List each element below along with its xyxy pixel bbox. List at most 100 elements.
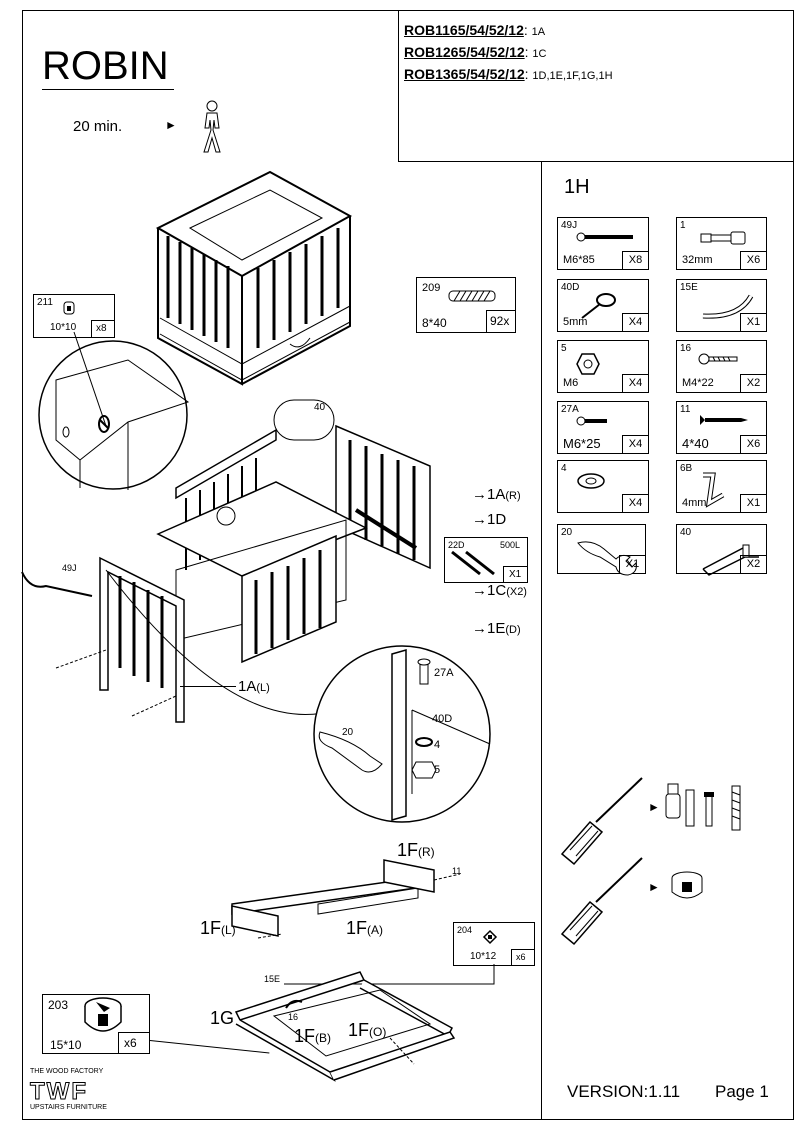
rail-length: 500L	[500, 540, 521, 550]
hardware-size: M4*22	[682, 377, 714, 389]
hardware-code: 20	[561, 527, 573, 538]
detail-label-27a: 27A	[434, 667, 454, 679]
cam-204-icon	[482, 929, 498, 945]
assembly-time: 20 min.	[73, 118, 123, 135]
model-line: ROB1165/54/52/12: 1A	[404, 22, 545, 38]
dowel-qty: 92x	[490, 314, 510, 328]
label-1a-l: 1A(L)	[238, 678, 270, 695]
label-1f-l: 1F(L)	[200, 918, 236, 939]
model-parts: 1A	[531, 26, 546, 38]
detail-label-40d: 40D	[432, 713, 453, 725]
dowel-icon	[448, 290, 496, 302]
hardware-qty: X4	[622, 313, 648, 331]
label-1f-r: 1F(R)	[397, 840, 435, 861]
cam-icon	[63, 301, 75, 315]
label-11: 11	[452, 866, 462, 876]
part-side: (L)	[256, 682, 270, 694]
model-sep: :	[524, 44, 533, 60]
leader-line	[180, 686, 236, 687]
side-rail-assembly	[231, 859, 461, 939]
label-1d: →1D	[472, 511, 507, 528]
label-1g: 1G	[210, 1008, 235, 1028]
part-code: 1F	[346, 918, 368, 938]
cam-204-qty: x6	[516, 952, 526, 962]
column-divider	[541, 162, 542, 1120]
company-bottom: UPSTAIRS FURNITURE	[30, 1104, 107, 1111]
company-logo: TWF	[30, 1078, 88, 1106]
hardware-qty: X4	[622, 435, 648, 453]
label-49j: 49J	[62, 563, 77, 573]
detail-magnifier	[38, 340, 190, 490]
screwdriver-icon	[560, 857, 643, 946]
label-1a-r: →1A(R)	[472, 486, 521, 503]
hardware-code: 40D	[561, 282, 580, 293]
cell-divider	[503, 566, 528, 583]
cell-divider	[118, 1032, 150, 1054]
cam-203-qty: x6	[124, 1036, 137, 1050]
hardware-code: 40	[680, 527, 692, 538]
part-code: 1F	[200, 918, 222, 938]
drawer-assembly	[234, 971, 456, 1082]
cam-callout	[33, 294, 115, 338]
part-code: 1F	[348, 1020, 370, 1040]
label-1f-b: 1F(B)	[294, 1026, 331, 1047]
hardware-qty: X6	[740, 251, 766, 269]
hardware-qty: X1	[740, 494, 766, 512]
part-code: 1F	[397, 840, 419, 860]
label-16: 16	[288, 1012, 299, 1022]
hardware-code: 49J	[561, 220, 578, 231]
hardware-code: 16	[680, 343, 692, 354]
hardware-size: M6*85	[563, 254, 595, 266]
part-side: (A)	[367, 923, 384, 937]
label-1f-o: 1F(O)	[348, 1020, 386, 1041]
part-side: (R)	[418, 845, 435, 859]
hardware-code: 4	[561, 463, 567, 474]
hardware-size: M6	[563, 377, 579, 389]
part-code: 1C	[487, 582, 507, 599]
part-side: (L)	[221, 923, 236, 937]
detail-label-5: 5	[434, 764, 441, 776]
cam-204-size: 10*12	[470, 951, 497, 962]
bolt-detail-circle	[313, 645, 491, 823]
part-side: (D)	[505, 624, 521, 636]
label-1c: →1C(X2)	[472, 582, 527, 599]
arrow-icon: ►	[648, 800, 660, 814]
part-side: (O)	[369, 1025, 387, 1039]
model-box	[398, 10, 794, 162]
dowel-callout	[416, 277, 516, 333]
cam-204-callout	[453, 922, 535, 966]
part-side: (X2)	[506, 586, 527, 598]
dowel-size: 8*40	[422, 316, 447, 330]
label-15e: 15E	[264, 974, 281, 984]
product-title: ROBIN	[42, 44, 169, 88]
model-sep: :	[524, 66, 533, 82]
cam-204-code: 204	[457, 925, 473, 935]
part-side: (R)	[505, 490, 521, 502]
cam-203-code: 203	[48, 998, 69, 1012]
hardware-qty: X1	[619, 555, 645, 573]
hardware-qty: X2	[740, 555, 766, 573]
page-frame	[22, 10, 794, 1120]
hardware-qty: X4	[622, 494, 648, 512]
cell-divider	[91, 320, 115, 338]
screws-group-icon	[665, 783, 741, 831]
model-line: ROB1365/54/52/12: 1D,1E,1F,1G,1H	[404, 66, 613, 82]
hardware-size: M6*25	[563, 436, 601, 451]
hardware-size: 32mm	[682, 254, 713, 266]
model-parts: 1D,1E,1F,1G,1H	[532, 70, 613, 82]
cam-203-icon	[84, 997, 122, 1032]
cam-lock-icon	[671, 871, 703, 899]
cam-qty: x8	[96, 323, 107, 334]
arrow-icon: ►	[648, 880, 660, 894]
part-side: (B)	[315, 1031, 332, 1045]
part-code: 1D	[487, 511, 507, 528]
screwdriver-icon	[560, 777, 643, 866]
cam-203-size: 15*10	[50, 1038, 82, 1052]
